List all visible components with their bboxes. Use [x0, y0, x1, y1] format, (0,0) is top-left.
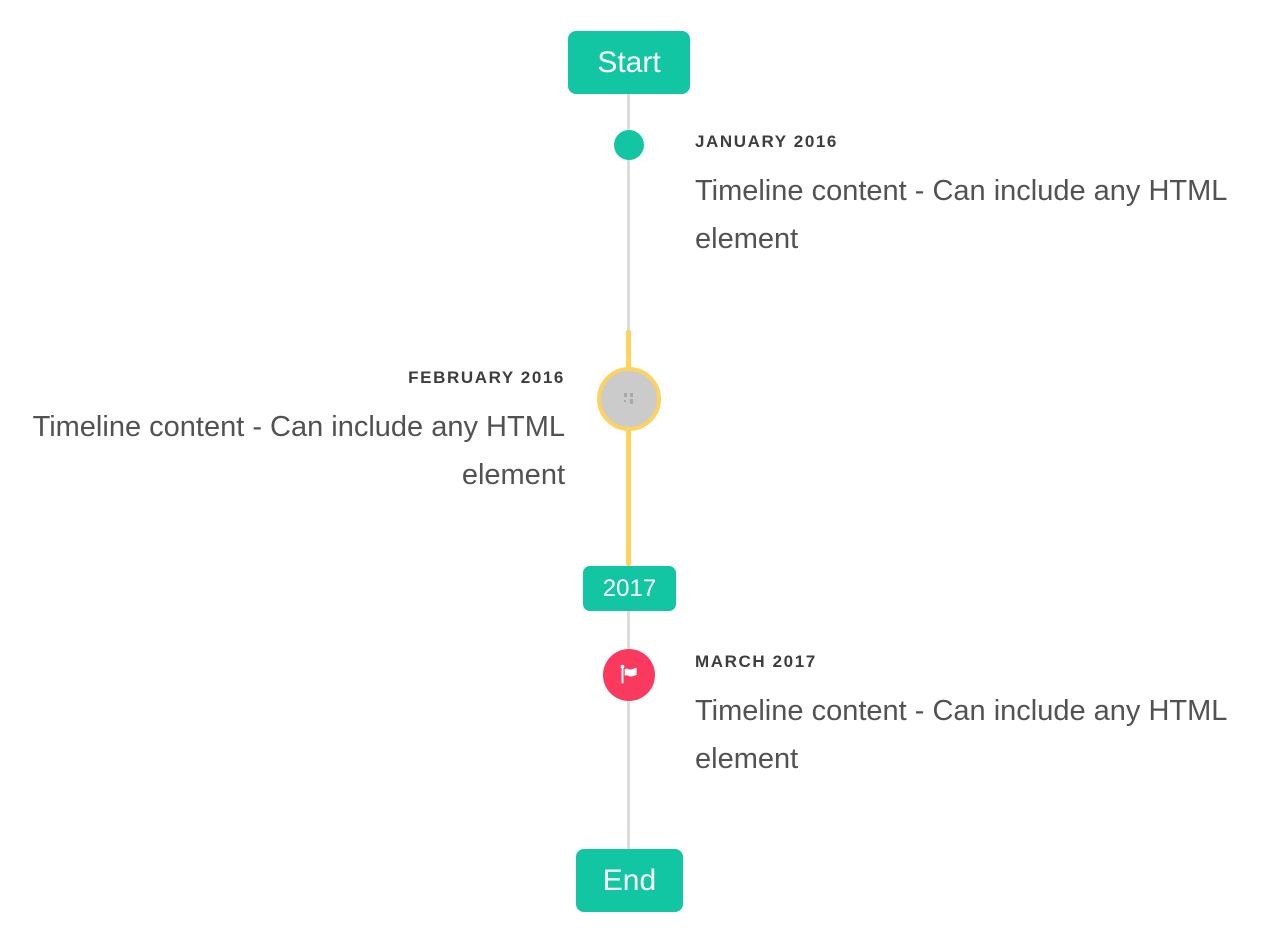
entry-content: Timeline content - Can include any HTML … — [32, 411, 565, 491]
entry-content: Timeline content - Can include any HTML … — [695, 695, 1227, 775]
timeline-entry-january: JANUARY 2016 Timeline content - Can incl… — [695, 132, 1230, 263]
timeline-entry-march: MARCH 2017 Timeline content - Can includ… — [695, 652, 1230, 783]
entry-content: Timeline content - Can include any HTML … — [695, 175, 1227, 255]
timeline-line-highlight — [626, 330, 631, 566]
image-marker — [597, 367, 661, 431]
timeline-start-badge[interactable]: Start — [568, 31, 690, 94]
timeline-year-badge[interactable]: 2017 — [583, 566, 676, 611]
flag-icon — [620, 664, 637, 684]
timeline-entry-february: FEBRUARY 2016 Timeline content - Can inc… — [30, 368, 565, 499]
timeline-end-badge[interactable]: End — [576, 849, 683, 912]
dot-marker — [614, 130, 644, 160]
broken-image-icon — [624, 393, 633, 404]
entry-title: FEBRUARY 2016 — [408, 368, 565, 387]
entry-title: JANUARY 2016 — [695, 132, 838, 151]
flag-marker — [603, 649, 655, 701]
entry-title: MARCH 2017 — [695, 652, 817, 671]
